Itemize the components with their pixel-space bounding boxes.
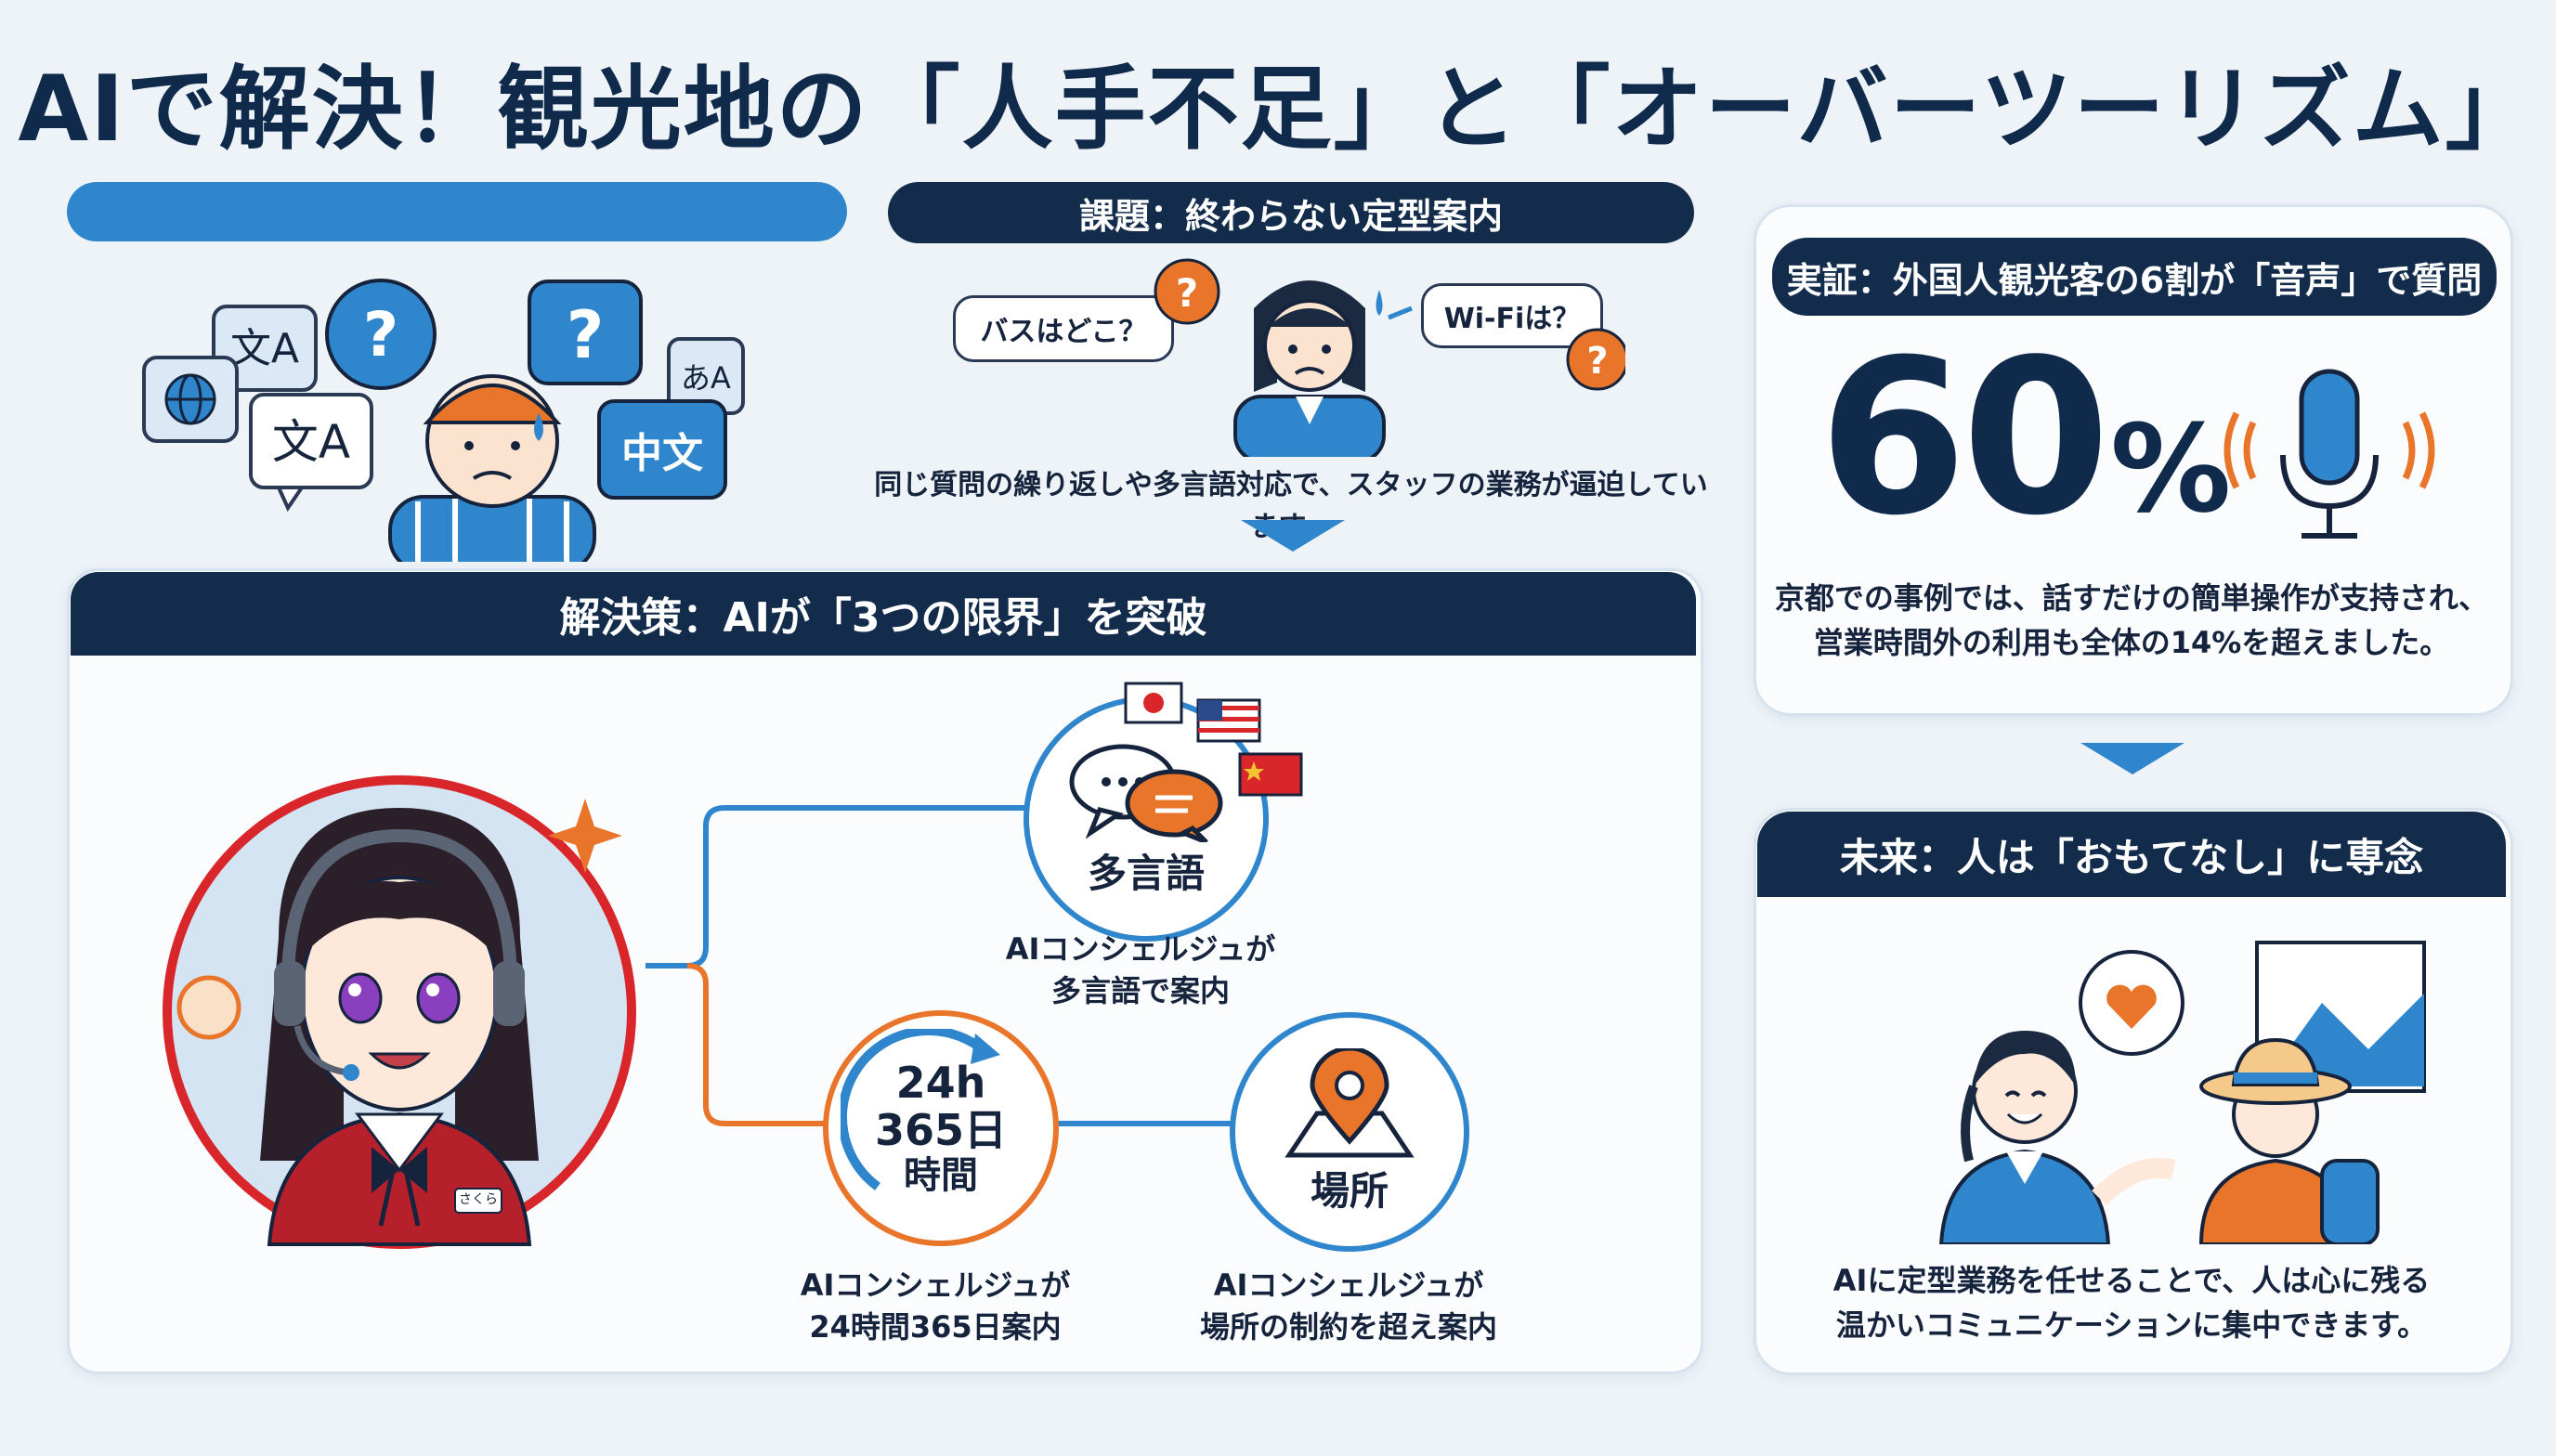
future-description: AIに定型業務を任せることで、人は心に残る 温かいコミュニケーションに集中できま… xyxy=(1832,1263,2431,1343)
svg-text:?: ? xyxy=(567,297,605,373)
svg-text:あA: あA xyxy=(681,360,731,396)
globe-icon xyxy=(142,356,239,443)
sparkle-icon xyxy=(548,799,622,873)
place-label: 場所 xyxy=(1310,1167,1389,1214)
svg-text:?: ? xyxy=(1586,340,1608,383)
wifi-question-bubble: Wi-Fiは？ xyxy=(1421,283,1603,348)
name-badge: さくら xyxy=(459,1192,498,1207)
svg-text:文A: 文A xyxy=(230,325,299,372)
translate-icon: あA xyxy=(667,337,745,415)
svg-text:?: ? xyxy=(363,299,398,370)
question-icon: ? xyxy=(325,279,437,390)
page-title: AIで解決！観光地の「人手不足」と「オーバーツーリズム」 xyxy=(18,57,2538,162)
question-icon: ? xyxy=(1154,258,1220,325)
flag-china-icon xyxy=(1238,752,1303,797)
clock-arrow-icon xyxy=(841,1029,1000,1191)
evidence-description: 京都での事例では、話すだけの簡単操作が支持され、 営業時間外の利用も全体の14%… xyxy=(1774,580,2489,660)
question-icon: ? xyxy=(1566,328,1625,391)
problem-heading: 課題：終わらない定型案内 xyxy=(888,182,1694,243)
microphone-icon xyxy=(2223,369,2435,539)
time-circle: 24h 365日 時間 xyxy=(823,1010,1059,1246)
place-caption: AIコンシェルジュが 場所の制約を超え案内 xyxy=(1199,1268,1497,1345)
flag-japan-icon xyxy=(1124,682,1183,724)
translate-icon: 文A xyxy=(249,393,373,513)
evidence-percentage: 60 % xyxy=(1819,315,2232,563)
bus-question-bubble: バスはどこ？ xyxy=(953,295,1174,362)
translate-icon: 文A xyxy=(212,305,318,392)
multilingual-circle: 多言語 xyxy=(1024,696,1269,942)
down-arrow xyxy=(2080,743,2184,774)
ai-concierge-avatar xyxy=(163,775,636,1249)
evidence-heading: 実証：外国人観光客の6割が「音声」で質問 xyxy=(1772,238,2497,316)
stressed-staff-illustration: ? ? xyxy=(1154,258,1625,457)
problem-accent-bar xyxy=(67,182,847,241)
gear-icon xyxy=(176,975,241,1040)
time-caption: AIコンシェルジュが 24時間365日案内 xyxy=(800,1268,1071,1345)
heart-icon xyxy=(2079,950,2184,1056)
solution-connector-lines xyxy=(646,805,1235,1126)
chinese-language-bubble: 中文 xyxy=(597,399,727,500)
location-pin-icon xyxy=(1285,1047,1415,1157)
future-heading: 未来：人は「おもてなし」に専念 xyxy=(1757,812,2506,897)
tourist-figure xyxy=(388,374,596,562)
multilingual-label: 多言語 xyxy=(1087,850,1205,896)
flag-usa-icon xyxy=(1196,698,1261,743)
flags-icon xyxy=(1124,682,1303,797)
solution-heading: 解決策：AIが「3つの限界」を突破 xyxy=(71,572,1696,656)
hospitality-illustration xyxy=(1938,941,2426,1244)
tourist-confused-illustration: 文A 文A ? ? あA xyxy=(142,279,745,562)
chat-icon xyxy=(1069,744,1223,842)
question-icon: ? xyxy=(528,280,643,385)
svg-text:文A: 文A xyxy=(272,415,350,469)
multilingual-caption: AIコンシェルジュが 多言語で案内 xyxy=(1005,931,1276,1008)
down-arrow xyxy=(1241,520,1345,552)
svg-text:?: ? xyxy=(1176,270,1198,316)
place-circle: 場所 xyxy=(1230,1012,1469,1252)
